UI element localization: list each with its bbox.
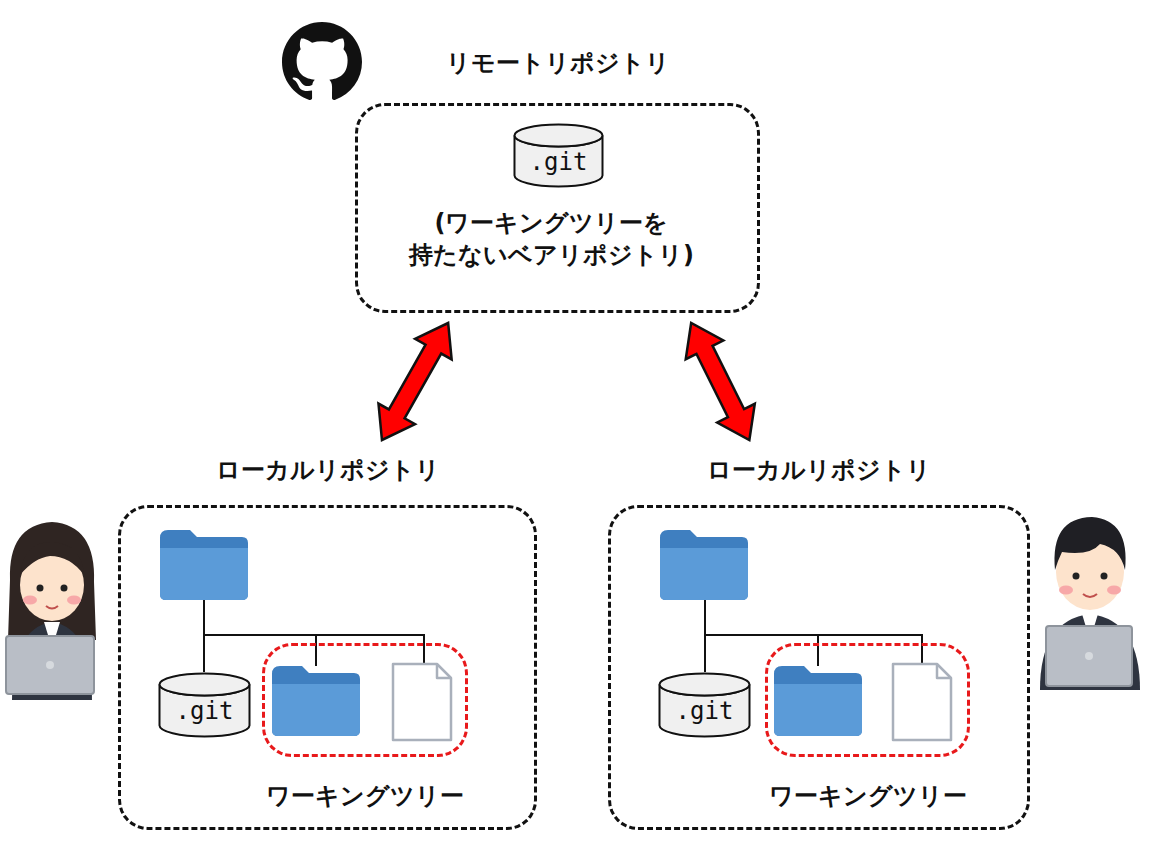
double-arrow — [686, 323, 755, 440]
working-tree-label: ワーキングツリー — [222, 780, 508, 812]
github-logo — [282, 22, 362, 100]
database-label: .git — [507, 146, 610, 178]
working-tree-label: ワーキングツリー — [725, 780, 1010, 812]
working-tree: ワーキングツリー — [262, 643, 468, 819]
remote-repository: リモートリポジトリ (ワーキングツリーを 持たないベアリポジトリ) .git — [355, 45, 760, 313]
dashed-outline — [608, 505, 1030, 830]
repository-heading: リモートリポジトリ — [355, 47, 760, 79]
git-database: .git — [507, 123, 610, 188]
database-label: .git — [152, 695, 257, 727]
repository-heading: ローカルリポジトリ — [608, 454, 1030, 486]
cylinder-top — [515, 125, 603, 147]
cylinder-top — [160, 674, 250, 696]
local-repository: ローカルリポジトリ.gitワーキングツリー — [118, 452, 537, 830]
dashed-outline — [118, 505, 537, 830]
repository-heading: ローカルリポジトリ — [118, 454, 537, 486]
woman-illustration — [6, 522, 96, 700]
local-repository: ローカルリポジトリ.gitワーキングツリー — [608, 452, 1030, 830]
file-icon — [893, 664, 951, 740]
file-icon — [393, 664, 451, 740]
folder-icon — [160, 530, 248, 600]
git-database: .git — [652, 672, 757, 738]
double-arrow — [378, 323, 451, 440]
database-label: .git — [652, 695, 757, 727]
working-tree: ワーキングツリー — [765, 643, 970, 819]
bare-repository-note: (ワーキングツリーを 持たないベアリポジトリ) — [367, 207, 737, 272]
dashed-outline — [765, 643, 970, 757]
man-illustration — [1040, 517, 1140, 690]
folder-icon — [774, 666, 862, 736]
folder-icon — [272, 666, 360, 736]
dashed-outline — [262, 643, 468, 757]
git-database: .git — [152, 672, 257, 738]
folder-icon — [660, 530, 748, 600]
tree-lines — [204, 600, 922, 672]
cylinder-top — [660, 674, 750, 696]
